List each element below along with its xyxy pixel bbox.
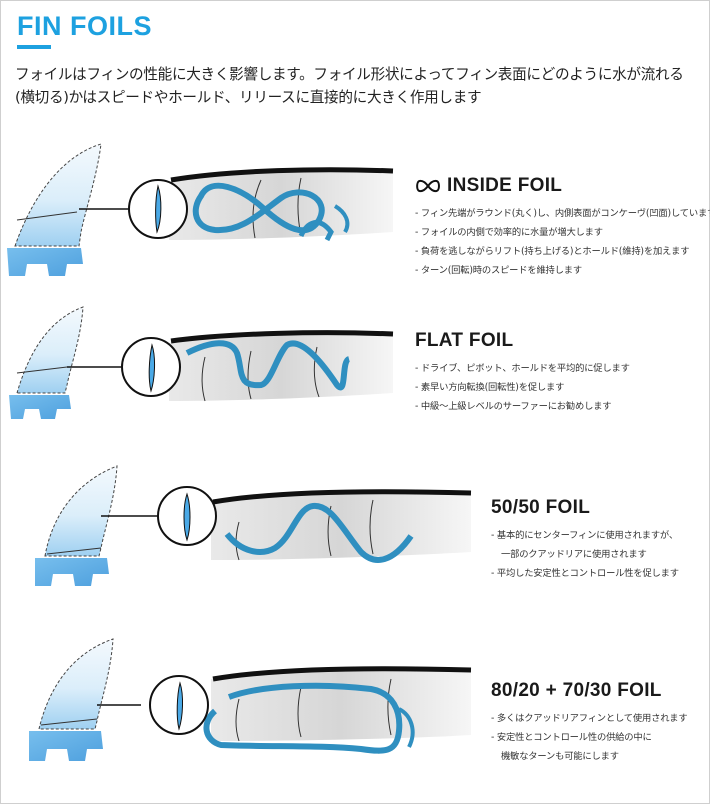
foil-bullet: - 平均した安定性とコントロール性を促します <box>491 568 679 579</box>
foil-section-5050: 50/50 FOIL - 基本的にセンターフィンに使用されますが、 一部のクアッ… <box>1 456 710 616</box>
intro-line-1: フォイルはフィンの性能に大きく影響します。フォイル形状によってフィン表面にどのよ… <box>15 66 684 83</box>
foil-bullet: - ドライブ、ピボット、ホールドを平均的に促します <box>415 363 630 374</box>
foil-section-flat: FLAT FOIL - ドライブ、ピボット、ホールドを平均的に促します - 素早… <box>1 301 710 436</box>
foil-bullet: - ターン(回転)時のスピードを維持します <box>415 265 582 276</box>
foil-title: FLAT FOIL <box>415 330 514 351</box>
foil-bullet-list: - 多くはクアッドリアフィンとして使用されます - 安定性とコントロール性の供給… <box>491 709 688 766</box>
title-underline <box>17 45 51 49</box>
foil-bullet: - フィン先端がラウンド(丸く)し、内側表面がコンケーヴ(凹面)しています <box>415 208 710 219</box>
foil-bullet: - 安定性とコントロール性の供給の中に <box>491 732 652 743</box>
foil-bullet: - 中級～上級レベルのサーファーにお勧めします <box>415 401 612 412</box>
inside-foil-text: INSIDE FOIL - フィン先端がラウンド(丸く)し、内側表面がコンケーヴ… <box>415 174 710 280</box>
page-title: FIN FOILS <box>17 11 152 41</box>
foil-title: INSIDE FOIL <box>415 174 710 198</box>
eighty-twenty-foil-illustration <box>29 638 472 761</box>
header: FIN FOILS <box>17 9 152 49</box>
foil-bullet-list: - フィン先端がラウンド(丸く)し、内側表面がコンケーヴ(凹面)しています - … <box>415 204 710 280</box>
foil-bullet-list: - ドライブ、ピボット、ホールドを平均的に促します - 素早い方向転換(回転性)… <box>415 359 630 416</box>
foil-bullet: - 素早い方向転換(回転性)を促します <box>415 382 565 393</box>
fifty-fifty-foil-illustration <box>35 465 472 586</box>
foil-bullet: - 基本的にセンターフィンに使用されますが、 <box>491 530 678 541</box>
fifty-fifty-foil-text: 50/50 FOIL - 基本的にセンターフィンに使用されますが、 一部のクアッ… <box>491 496 679 583</box>
foil-bullet: 機敏なターンも可能にします <box>491 747 687 766</box>
intro-text: フォイルはフィンの性能に大きく影響します。フォイル形状によってフィン表面にどのよ… <box>15 63 705 109</box>
eighty-twenty-foil-text: 80/20 + 70/30 FOIL - 多くはクアッドリアフィンとして使用され… <box>491 679 688 766</box>
flat-foil-illustration <box>9 306 394 419</box>
foil-bullet-list: - 基本的にセンターフィンに使用されますが、 一部のクアッドリアに使用されます … <box>491 526 679 583</box>
foil-bullet: - 多くはクアッドリアフィンとして使用されます <box>491 713 688 724</box>
foil-bullet: 一部のクアッドリアに使用されます <box>491 545 679 564</box>
foil-section-inside: INSIDE FOIL - フィン先端がラウンド(丸く)し、内側表面がコンケーヴ… <box>1 136 710 286</box>
foil-title: 80/20 + 70/30 FOIL <box>491 680 662 701</box>
foil-title: 50/50 FOIL <box>491 497 591 518</box>
foil-title-text: INSIDE FOIL <box>447 175 563 196</box>
inside-foil-illustration <box>7 143 394 276</box>
foil-bullet-continuation: 一部のクアッドリアに使用されます <box>501 549 647 560</box>
foil-bullet-continuation: 機敏なターンも可能にします <box>501 751 619 762</box>
intro-line-2: (横切る)かはスピードやホールド、リリースに直接的に大きく作用します <box>15 89 482 106</box>
infinity-icon <box>416 179 440 193</box>
foil-bullet: - 負荷を逃しながらリフト(持ち上げる)とホールド(維持)を加えます <box>415 246 690 257</box>
flat-foil-text: FLAT FOIL - ドライブ、ピボット、ホールドを平均的に促します - 素早… <box>415 329 630 416</box>
foil-bullet: - フォイルの内側で効率的に水量が増大します <box>415 227 603 238</box>
foil-section-8020: 80/20 + 70/30 FOIL - 多くはクアッドリアフィンとして使用され… <box>1 631 710 801</box>
